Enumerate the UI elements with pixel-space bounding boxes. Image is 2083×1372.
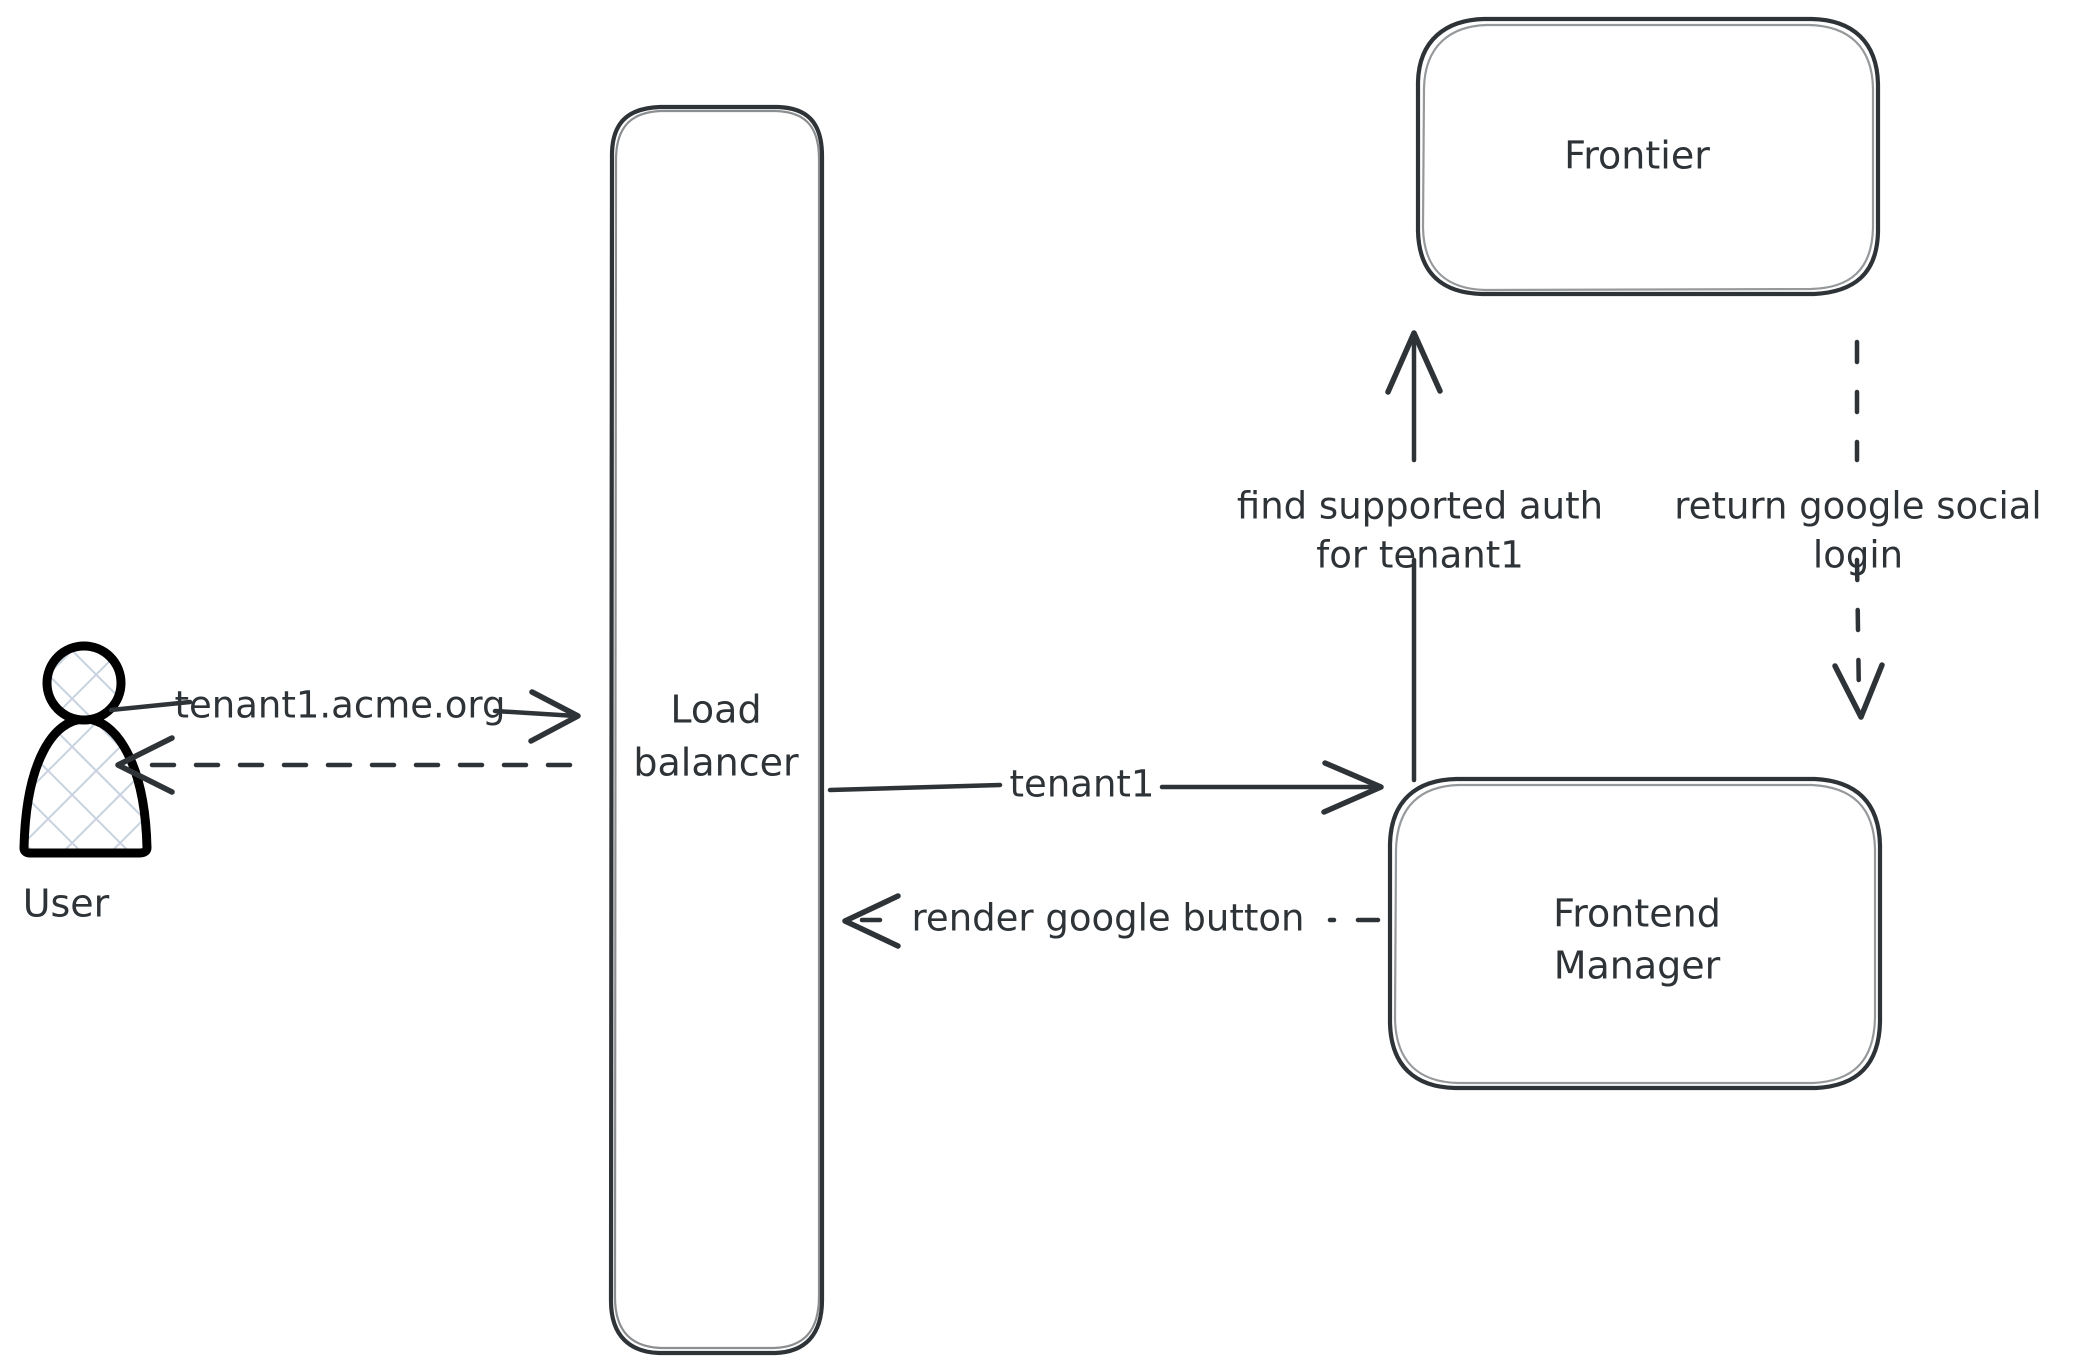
edge-label-tenant1: tenant1 bbox=[1010, 763, 1155, 806]
edge-user-to-load-balancer bbox=[108, 689, 581, 744]
frontend-manager-node[interactable] bbox=[1387, 776, 1883, 1091]
edge-label-find-supported-auth-line2: for tenant1 bbox=[1316, 534, 1524, 577]
edge-load-balancer-to-user bbox=[115, 735, 573, 795]
load-balancer-node[interactable] bbox=[608, 104, 825, 1356]
frontier-label: Frontier bbox=[1564, 134, 1710, 178]
frontier-node[interactable] bbox=[1415, 16, 1881, 297]
edge-frontend-manager-to-load-balancer bbox=[842, 893, 1381, 949]
user-actor-label: User bbox=[23, 882, 110, 926]
edge-load-balancer-to-frontend-manager bbox=[827, 760, 1384, 815]
load-balancer-label-line2: balancer bbox=[633, 741, 799, 785]
edge-frontier-to-frontend-manager bbox=[1832, 339, 1885, 720]
frontend-manager-label-line2: Manager bbox=[1554, 944, 1721, 988]
edge-label-return-google-social-line1: return google social bbox=[1674, 485, 2041, 528]
edge-label-find-supported-auth-line1: find supported auth bbox=[1237, 485, 1603, 528]
edge-label-render-google-button: render google button bbox=[912, 897, 1305, 940]
edge-frontend-manager-to-frontier bbox=[1385, 330, 1443, 783]
edge-label-tenant1-acme-org: tenant1.acme.org bbox=[175, 684, 506, 727]
user-actor-icon bbox=[19, 641, 152, 858]
edge-label-return-google-social-line2: login bbox=[1813, 534, 1903, 577]
load-balancer-label-line1: Load bbox=[670, 688, 761, 732]
frontend-manager-label-line1: Frontend bbox=[1553, 892, 1721, 936]
